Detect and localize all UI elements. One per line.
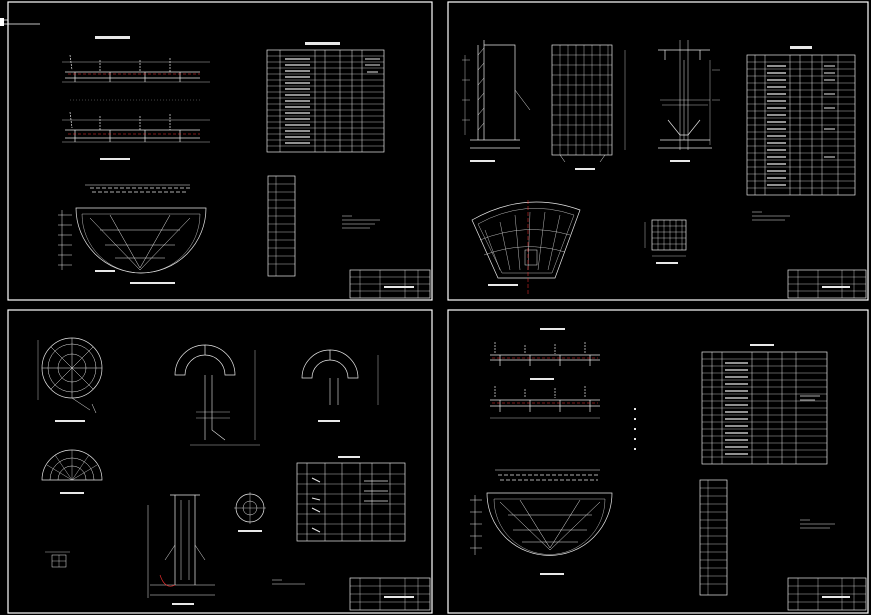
sheet-frame (447, 1, 869, 301)
beam-elevation-lower-4 (490, 386, 600, 419)
pier-section (658, 40, 720, 162)
beam-elevation-upper (62, 36, 210, 83)
sheet-frame (447, 309, 869, 614)
sheet-2 (447, 1, 869, 301)
beam-elevation-upper-4 (490, 328, 600, 380)
sheet-3 (7, 309, 433, 614)
notes-1 (342, 215, 380, 229)
schedule-table-3 (296, 456, 406, 542)
semicircle-detail (41, 449, 103, 494)
schedule-table-2 (746, 46, 856, 196)
legend-list-4 (699, 479, 728, 596)
sheet-frame (7, 1, 433, 301)
marker-dots (634, 408, 636, 450)
notes-4 (800, 519, 835, 529)
title-block-4 (787, 577, 867, 611)
column-elevation (462, 40, 531, 162)
sheet-1 (0, 1, 433, 301)
reinforcement-grid-panel (551, 44, 626, 170)
dome-section-b (301, 349, 379, 422)
ring-detail (234, 492, 266, 532)
notes-3 (272, 579, 305, 585)
circular-plan (37, 337, 103, 422)
schedule-table-1 (266, 42, 385, 153)
sheet-frame (7, 309, 433, 614)
notes-2 (752, 211, 790, 221)
dome-section-a (174, 344, 260, 446)
title-block-1 (349, 269, 431, 299)
frame-marker (0, 18, 4, 26)
title-block-3 (349, 577, 431, 611)
title-block-2 (787, 269, 867, 299)
schedule-table-4 (701, 344, 828, 465)
fan-plan (471, 200, 581, 295)
small-hatch-detail (45, 551, 70, 568)
legend-list-1 (267, 175, 296, 277)
dome-plan-half-4 (470, 469, 613, 575)
column-section-3 (147, 494, 215, 605)
sheet-4 (447, 309, 869, 614)
small-grid-detail (644, 219, 687, 264)
beam-elevation-lower (62, 99, 210, 160)
